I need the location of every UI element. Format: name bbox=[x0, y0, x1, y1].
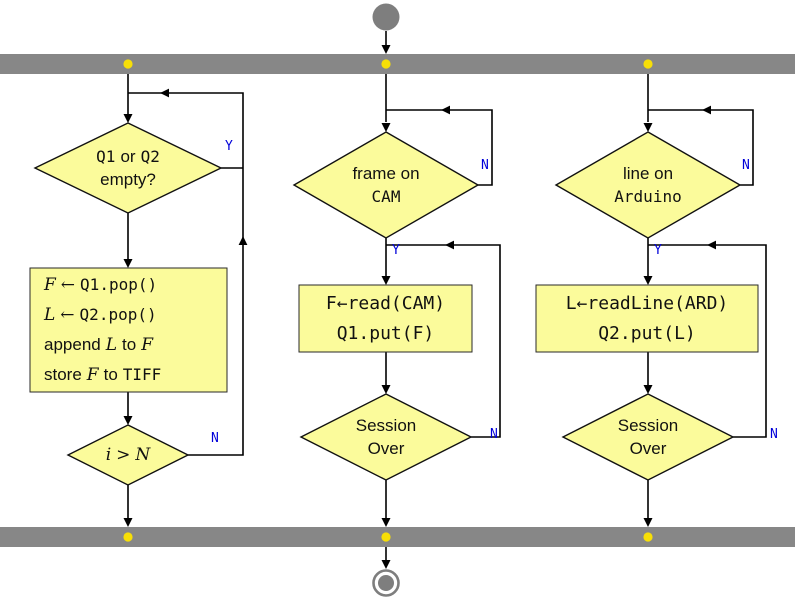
arrowhead bbox=[381, 385, 391, 394]
arrowhead bbox=[381, 276, 391, 285]
process-merge-store bbox=[29, 267, 228, 393]
code-cam: CAM bbox=[371, 187, 401, 206]
thread-dots bbox=[123, 59, 653, 542]
fork-bar-top bbox=[0, 54, 795, 74]
word-empty: empty? bbox=[100, 170, 156, 189]
op-gt: > bbox=[116, 444, 131, 465]
branch-label-yes: Y bbox=[654, 243, 662, 258]
label-i-gt-n: i>N bbox=[68, 425, 188, 485]
label-line-on-arduino: line on Arduino bbox=[556, 132, 740, 238]
label-session-over-cam: Session Over bbox=[301, 394, 471, 480]
arrowhead bbox=[381, 518, 391, 527]
arrowhead bbox=[123, 518, 133, 527]
arrowhead bbox=[123, 259, 133, 268]
label-read-arduino: L←readLine(ARD) Q2.put(L) bbox=[536, 285, 758, 352]
decision-session-over-arduino bbox=[561, 393, 735, 481]
join-bar-bottom bbox=[0, 527, 795, 547]
arrowheads bbox=[123, 45, 716, 569]
decision-queues-empty bbox=[33, 122, 223, 214]
code-q1: Q1 bbox=[96, 147, 116, 166]
arrowhead bbox=[123, 416, 133, 425]
code-read-cam: F←read(CAM) bbox=[325, 292, 446, 314]
word-line-on: line on bbox=[622, 164, 674, 183]
edge-t1-loop bbox=[128, 92, 244, 456]
label-read-cam: F←read(CAM) Q1.put(F) bbox=[299, 285, 472, 352]
branch-label-no: N bbox=[481, 158, 489, 173]
assign-arrow: ← bbox=[60, 275, 76, 295]
edge-t2-session-loop bbox=[386, 244, 501, 438]
code-q2: Q2 bbox=[140, 147, 160, 166]
edge-t3-wait-loop bbox=[648, 109, 754, 186]
arrowhead bbox=[160, 88, 169, 98]
word-session: Session bbox=[617, 416, 679, 435]
var-f: F bbox=[44, 275, 56, 295]
arrowhead bbox=[707, 240, 716, 250]
decision-line-on-arduino bbox=[554, 131, 742, 239]
start-node bbox=[372, 3, 400, 31]
code-q1-put: Q1.put(F) bbox=[336, 322, 435, 344]
decision-frame-on-cam bbox=[292, 131, 480, 239]
thread-dot bbox=[381, 532, 391, 542]
arrowhead bbox=[445, 240, 454, 250]
arrowhead bbox=[643, 518, 653, 527]
word-over: Over bbox=[367, 439, 405, 458]
arrowhead bbox=[643, 276, 653, 285]
arrowhead bbox=[381, 123, 391, 132]
branch-label-no: N bbox=[742, 158, 750, 173]
code-tiff: TIFF bbox=[122, 365, 162, 384]
arrowhead bbox=[643, 385, 653, 394]
word-store: store bbox=[44, 365, 82, 384]
arrowhead bbox=[123, 114, 133, 123]
branch-label-yes: Y bbox=[392, 243, 400, 258]
arrowhead bbox=[381, 560, 391, 569]
word-append: append bbox=[44, 335, 101, 354]
thread-dot bbox=[381, 59, 391, 69]
var-l: L bbox=[44, 305, 56, 325]
code-readline-ard: L←readLine(ARD) bbox=[565, 292, 729, 314]
var-i: i bbox=[105, 444, 112, 465]
code-arduino: Arduino bbox=[614, 187, 682, 206]
var-n: N bbox=[135, 444, 151, 465]
arrowhead bbox=[643, 123, 653, 132]
branch-label-no: N bbox=[490, 427, 498, 442]
thread-dot bbox=[643, 59, 653, 69]
end-node-inner bbox=[378, 575, 394, 591]
code-q2-put: Q2.put(L) bbox=[598, 322, 696, 344]
var-l: L bbox=[105, 335, 118, 355]
word-session: Session bbox=[355, 416, 417, 435]
label-session-over-arduino: Session Over bbox=[563, 394, 733, 480]
thread-dot bbox=[123, 59, 133, 69]
arrowhead bbox=[238, 236, 248, 245]
arrowhead bbox=[381, 45, 391, 54]
word-over: Over bbox=[629, 439, 667, 458]
edge-t2-wait-loop bbox=[386, 109, 493, 186]
process-read-cam bbox=[298, 284, 473, 353]
process-nodes bbox=[29, 267, 759, 393]
word-or: or bbox=[120, 147, 136, 166]
word-to: to bbox=[103, 365, 118, 384]
var-f: F bbox=[86, 365, 99, 385]
assign-arrow: ← bbox=[60, 305, 75, 325]
branch-label-yes: Y bbox=[225, 139, 233, 154]
decision-i-gt-n bbox=[66, 424, 190, 486]
code-q2-pop: Q2.pop() bbox=[79, 305, 157, 324]
label-frame-on-cam: frame on CAM bbox=[294, 132, 478, 238]
word-frame-on: frame on bbox=[352, 164, 420, 183]
branch-label-no: N bbox=[211, 431, 219, 446]
branch-label-no: N bbox=[770, 427, 778, 442]
thread-dot bbox=[123, 532, 133, 542]
word-to: to bbox=[122, 335, 137, 354]
arrowhead bbox=[702, 105, 711, 115]
var-f: F bbox=[141, 335, 154, 355]
decision-nodes bbox=[33, 122, 742, 486]
thread-dot bbox=[643, 532, 653, 542]
arrowhead bbox=[441, 105, 450, 115]
process-read-arduino bbox=[535, 284, 759, 353]
code-q1-pop: Q1.pop() bbox=[80, 275, 158, 294]
decision-session-over-cam bbox=[299, 393, 473, 481]
